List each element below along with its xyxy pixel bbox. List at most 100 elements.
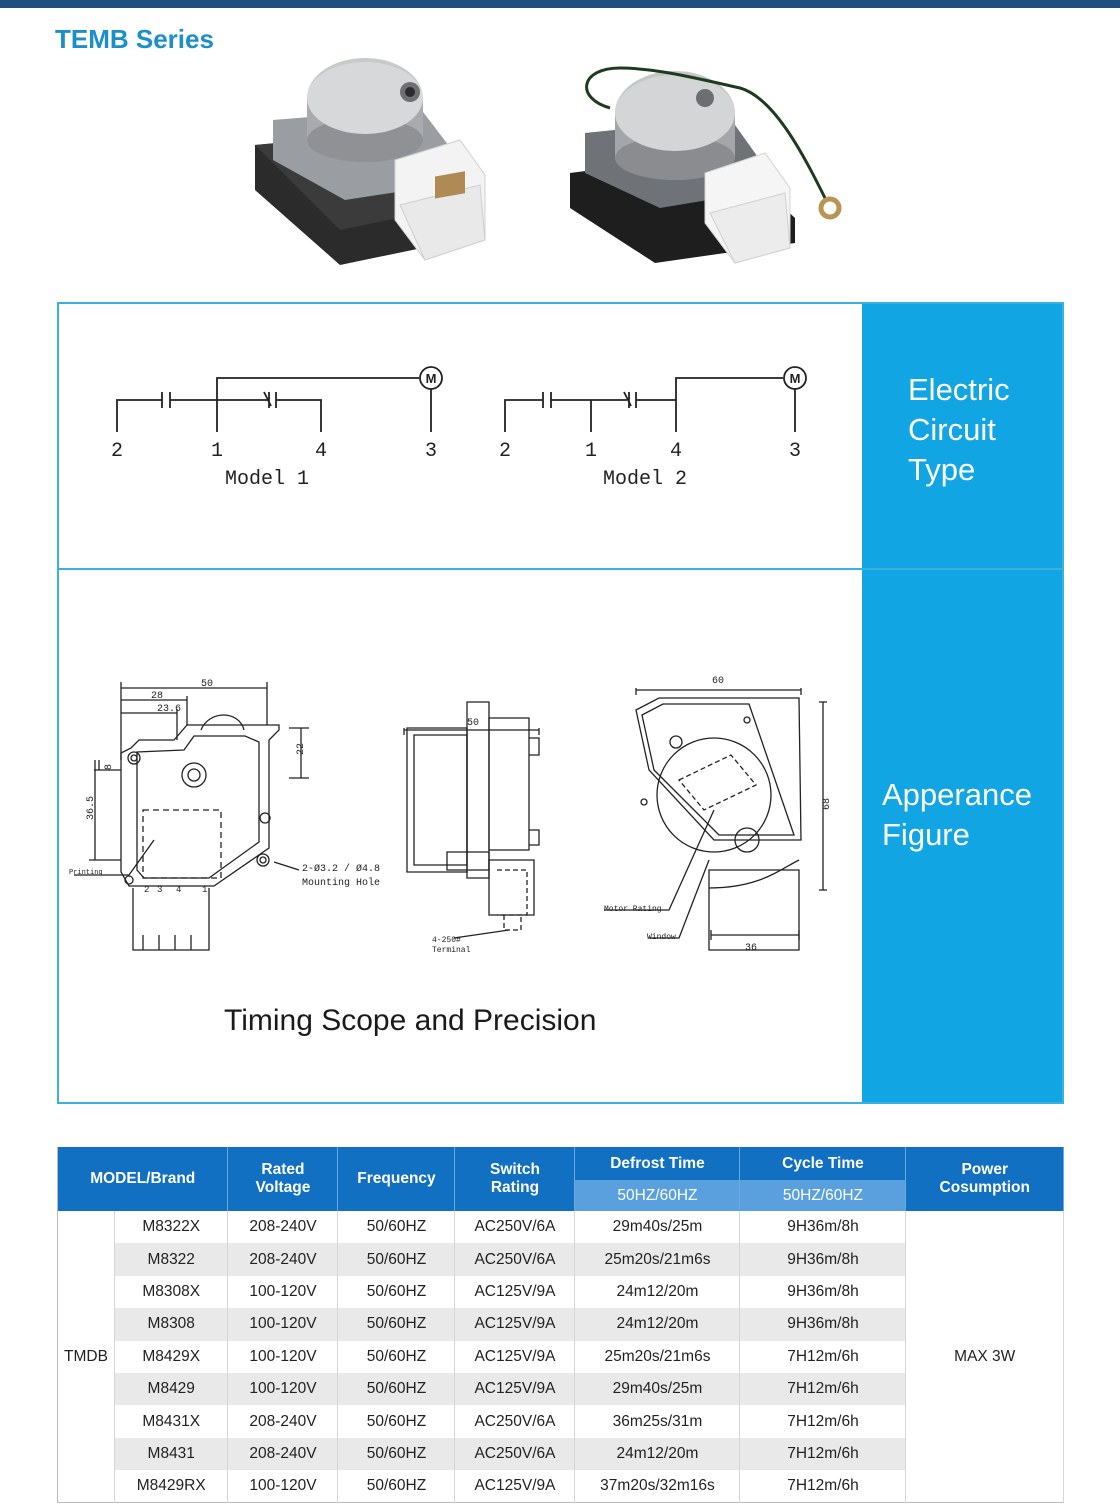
voltage-cell: 100-120V	[227, 1470, 339, 1503]
fig1-dim-28: 28	[151, 691, 163, 702]
model-cell: M8431X	[114, 1405, 229, 1438]
timing-title: Timing Scope and Precision	[224, 1004, 597, 1037]
header-defrost: Defrost Time	[574, 1147, 741, 1180]
fig1-mounting-label: Mounting Hole	[302, 877, 380, 889]
header-defrost-sub: 50HZ/60HZ	[574, 1180, 741, 1211]
defrost-cell: 36m25s/31m	[574, 1405, 741, 1438]
fig1-pin-4: 4	[176, 885, 181, 895]
voltage-cell: 208-240V	[227, 1211, 339, 1244]
frequency-cell: 50/60HZ	[337, 1470, 456, 1503]
defrost-cell: 24m12/20m	[574, 1437, 741, 1471]
cycle-cell: 7H12m/6h	[739, 1372, 907, 1406]
model-cell: M8429X	[114, 1340, 229, 1373]
circuit-label-line-3: Type	[908, 452, 976, 487]
fig3-window-label: Window	[647, 933, 676, 942]
circuit-label-line-2: Circuit	[908, 412, 996, 447]
defrost-cell: 24m12/20m	[574, 1308, 741, 1341]
table-row: M8308X 100-120V 50/60HZ AC125V/9A 24m12/…	[58, 1275, 1064, 1309]
fig3-dim-36: 36	[745, 943, 757, 954]
voltage-cell: 100-120V	[227, 1340, 339, 1373]
fig1-printing-label: Printing	[69, 869, 103, 877]
header-cycle: Cycle Time	[739, 1147, 907, 1180]
model-cell: M8431	[114, 1437, 229, 1471]
circuit-diagrams: 2 1 4 3 Model 1 2 1 4 3 Model 2 M M	[111, 366, 807, 491]
defrost-cell: 37m20s/32m16s	[574, 1470, 741, 1503]
voltage-cell: 208-240V	[227, 1405, 339, 1438]
m1-terminal-2: 2	[111, 440, 123, 463]
fig1-dim-36-5: 36.5	[86, 796, 97, 820]
defrost-cell: 25m20s/21m6s	[574, 1243, 741, 1276]
appearance-label-line-2: Figure	[882, 817, 970, 852]
top-bar	[0, 0, 1120, 8]
frequency-cell: 50/60HZ	[337, 1340, 456, 1373]
switch-cell: AC125V/9A	[454, 1275, 576, 1309]
appearance-side-label: Apperance Figure	[862, 570, 1062, 1102]
cycle-cell: 7H12m/6h	[739, 1405, 907, 1438]
table-row: M8431 208-240V 50/60HZ AC250V/6A 24m12/2…	[58, 1437, 1064, 1471]
fig1-pin-3: 3	[157, 885, 162, 895]
table-row: M8429X 100-120V 50/60HZ AC125V/9A 25m20s…	[58, 1340, 1064, 1373]
fig1-dim-50: 50	[201, 679, 213, 690]
defrost-cell: 25m20s/21m6s	[574, 1340, 741, 1373]
voltage-cell: 208-240V	[227, 1437, 339, 1471]
cycle-cell: 7H12m/6h	[739, 1437, 907, 1471]
motor-icon-1: M	[426, 371, 437, 386]
table-row: M8308 100-120V 50/60HZ AC125V/9A 24m12/2…	[58, 1308, 1064, 1341]
model-cell: M8322	[114, 1243, 229, 1276]
model-2-label: Model 2	[603, 468, 687, 491]
frequency-cell: 50/60HZ	[337, 1372, 456, 1406]
fig2-dim-50: 50	[467, 718, 479, 729]
header-switch: Switch Rating	[454, 1147, 576, 1211]
m1-terminal-3: 3	[425, 440, 437, 463]
model-cell: M8429RX	[114, 1470, 229, 1503]
header-cycle-sub: 50HZ/60HZ	[739, 1180, 907, 1211]
appearance-drawings: 50 28 23.6 22 8 36.5 Printing 2-Ø3.2 / Ø…	[69, 676, 833, 955]
frequency-cell: 50/60HZ	[337, 1405, 456, 1438]
m2-terminal-2: 2	[499, 440, 511, 463]
defrost-cell: 29m40s/25m	[574, 1372, 741, 1406]
table-row: M8429 100-120V 50/60HZ AC125V/9A 29m40s/…	[58, 1372, 1064, 1406]
frequency-cell: 50/60HZ	[337, 1308, 456, 1341]
voltage-cell: 100-120V	[227, 1275, 339, 1309]
m2-terminal-1: 1	[585, 440, 597, 463]
table-row: M8322 208-240V 50/60HZ AC250V/6A 25m20s/…	[58, 1243, 1064, 1276]
power-cell: MAX 3W	[905, 1211, 1064, 1503]
fig1-pin-2: 2	[144, 885, 149, 895]
cycle-cell: 9H36m/8h	[739, 1308, 907, 1341]
model-cell: M8308	[114, 1308, 229, 1341]
m2-terminal-3: 3	[789, 440, 801, 463]
frequency-cell: 50/60HZ	[337, 1211, 456, 1244]
spec-table: MODEL/Brand Rated Voltage Frequency Swit…	[57, 1147, 1064, 1504]
voltage-cell: 100-120V	[227, 1308, 339, 1341]
fig2-terminal-label: Terminal	[432, 946, 471, 955]
switch-cell: AC125V/9A	[454, 1470, 576, 1503]
appearance-panel: 50 28 23.6 22 8 36.5 Printing 2-Ø3.2 / Ø…	[57, 568, 1064, 1104]
motor-icon-2: M	[790, 371, 801, 386]
circuit-side-label: Electric Circuit Type	[862, 304, 1062, 568]
header-voltage: Rated Voltage	[227, 1147, 339, 1211]
frequency-cell: 50/60HZ	[337, 1275, 456, 1309]
fig1-mounting-dims: 2-Ø3.2 / Ø4.8	[302, 863, 380, 875]
m1-terminal-4: 4	[315, 440, 327, 463]
switch-cell: AC250V/6A	[454, 1405, 576, 1438]
cycle-cell: 7H12m/6h	[739, 1340, 907, 1373]
m1-terminal-1: 1	[211, 440, 223, 463]
switch-cell: AC125V/9A	[454, 1372, 576, 1406]
appearance-label-line-1: Apperance	[882, 777, 1032, 812]
circuit-panel: 2 1 4 3 Model 1 2 1 4 3 Model 2 M M Elec…	[57, 302, 1064, 570]
fig1-dim-8: 8	[104, 764, 115, 770]
frequency-cell: 50/60HZ	[337, 1437, 456, 1471]
switch-cell: AC250V/6A	[454, 1437, 576, 1471]
fig1-dim-22: 22	[296, 743, 307, 755]
frequency-cell: 50/60HZ	[337, 1243, 456, 1276]
switch-cell: AC250V/6A	[454, 1211, 576, 1244]
switch-cell: AC125V/9A	[454, 1308, 576, 1341]
model-cell: M8308X	[114, 1275, 229, 1309]
fig3-motor-rating-label: Motor Rating	[604, 905, 662, 914]
model-cell: M8322X	[114, 1211, 229, 1244]
table-row: M8431X 208-240V 50/60HZ AC250V/6A 36m25s…	[58, 1405, 1064, 1438]
header-frequency: Frequency	[337, 1147, 456, 1211]
product-photo-1	[245, 50, 505, 270]
fig2-terminal-dims: 4-250#	[432, 936, 461, 945]
switch-cell: AC125V/9A	[454, 1340, 576, 1373]
